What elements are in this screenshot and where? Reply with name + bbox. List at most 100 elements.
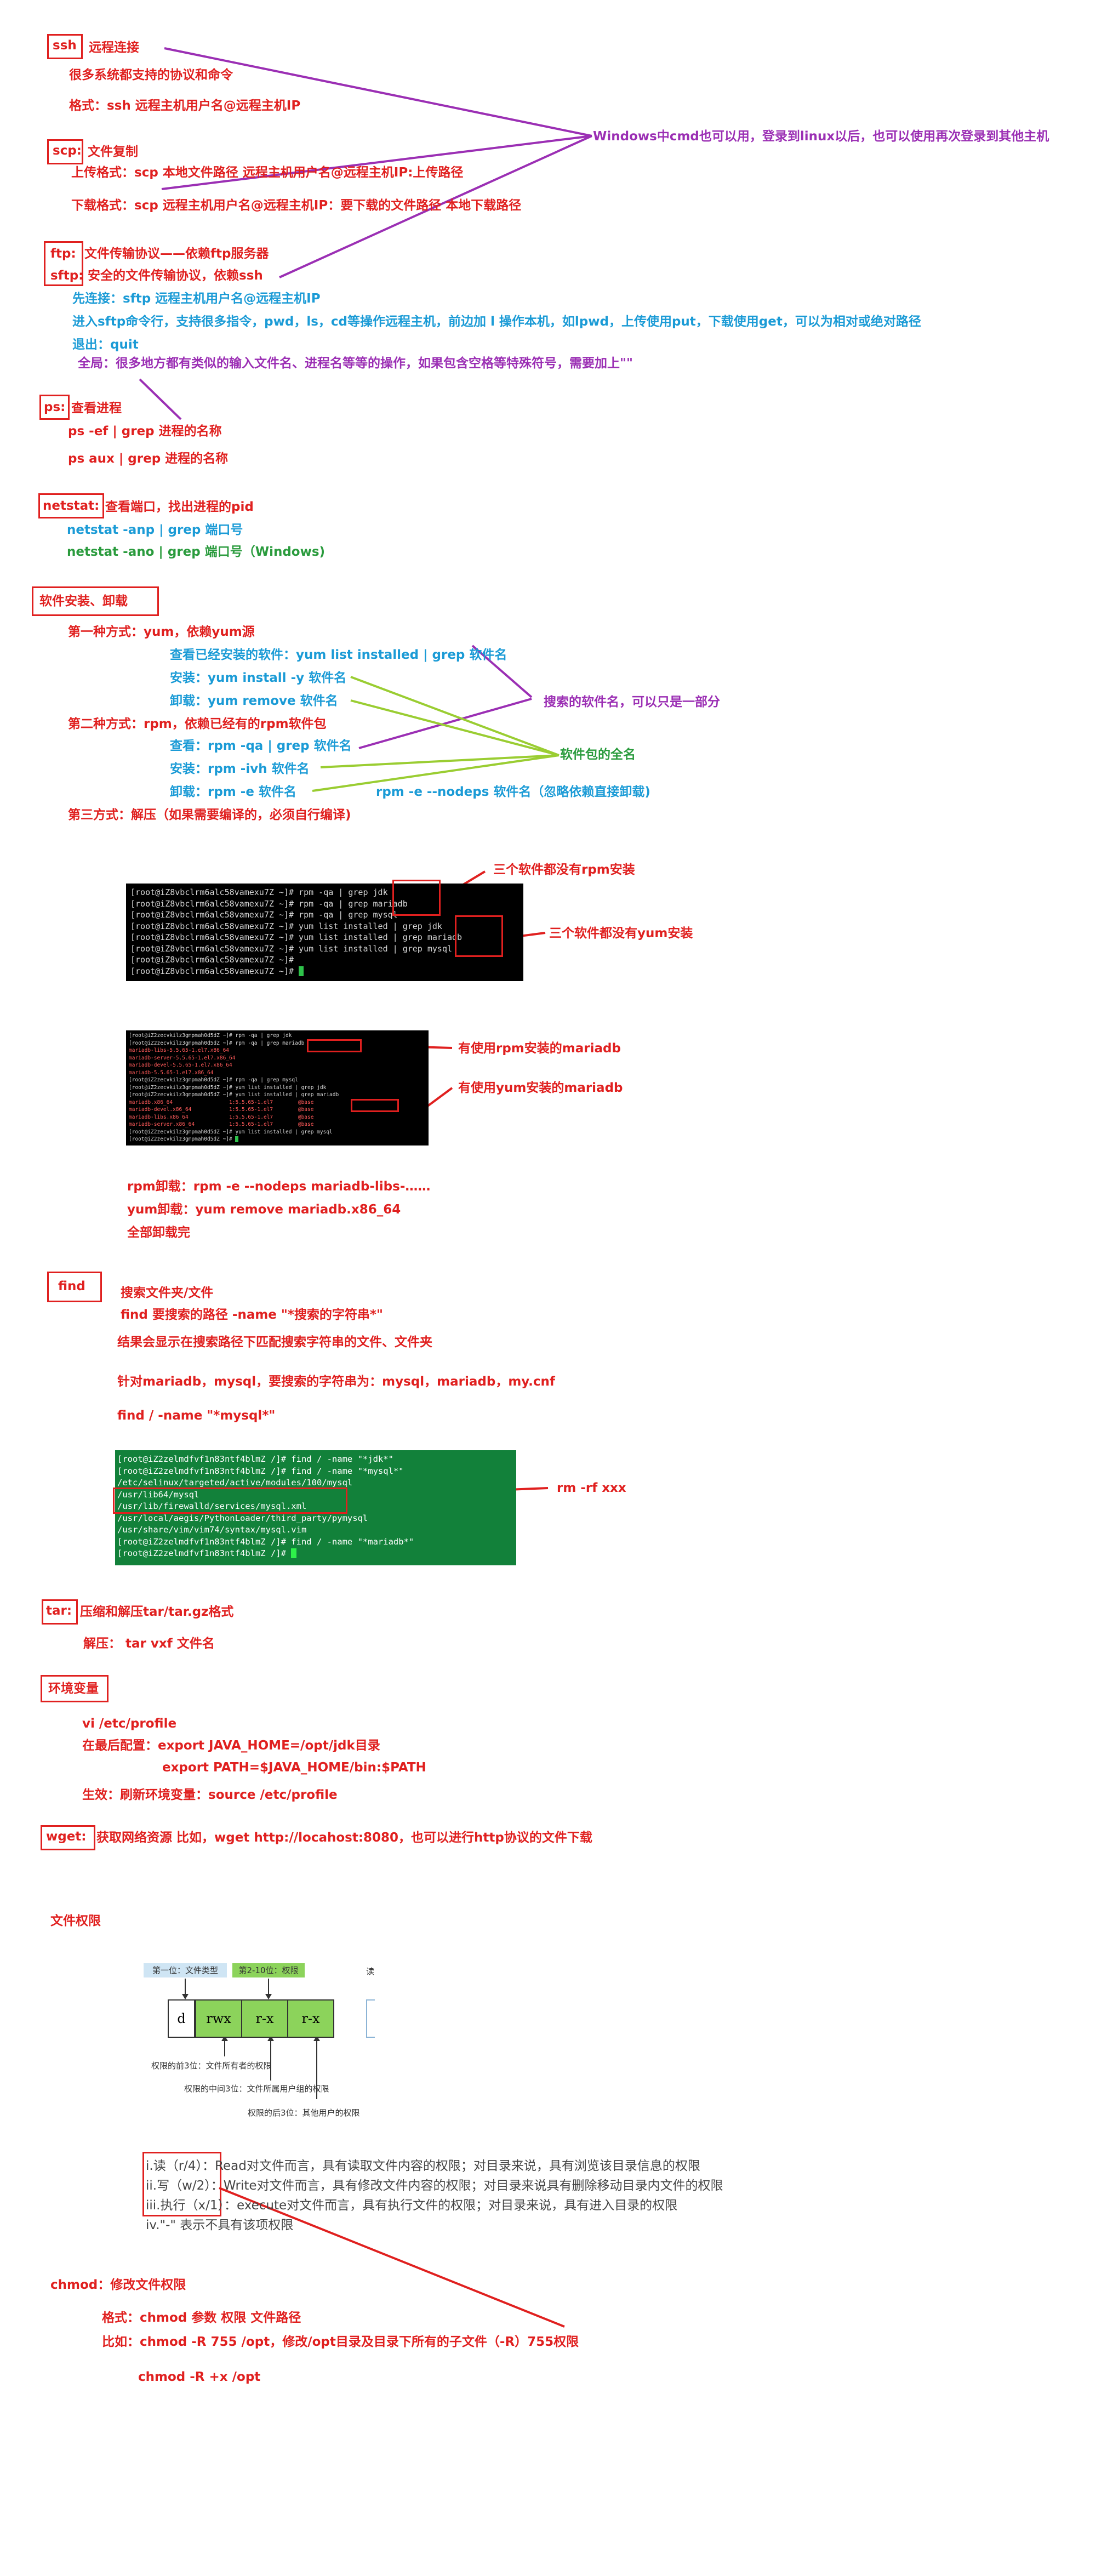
rpm-uninstall: rpm卸载：rpm -e --nodeps mariadb-libs-…… xyxy=(127,1179,431,1194)
env-config: 在最后配置：export JAVA_HOME=/opt/jdk目录 xyxy=(82,1739,380,1753)
software-tag: 软件安装、卸载 xyxy=(39,594,128,608)
line-remove-full xyxy=(350,699,560,756)
perm-label-bits: 第2-10位：权限 xyxy=(232,1963,305,1977)
netstat-tag: netstat: xyxy=(43,499,100,513)
term1-yum-box xyxy=(455,915,503,957)
ssh-tag-box xyxy=(47,34,83,59)
chmod-example: 比如：chmod -R 755 /opt，修改/opt目录及目录下所有的子文件（… xyxy=(102,2335,579,2349)
ssh-tag: ssh xyxy=(53,38,77,53)
line-sftp-windows xyxy=(279,135,592,278)
sftp-desc: 安全的文件传输协议，依赖ssh xyxy=(88,269,263,283)
env-tag-box xyxy=(41,1675,109,1702)
find-syntax: find 要搜索的路径 -name "*搜索的字符串*" xyxy=(121,1308,383,1322)
terminal-line: [root@iZ8vbclrm6alc58vamexu7Z ~]# rpm -q… xyxy=(130,910,398,920)
term2-yum-box xyxy=(351,1099,399,1112)
terminal-line: [root@iZ2zecvkilz3gmpmah0d5dZ ~]# yum li… xyxy=(129,1084,327,1091)
terminal-line: [root@iZ8vbclrm6alc58vamexu7Z ~]# yum li… xyxy=(130,921,442,931)
scp-title: 文件复制 xyxy=(88,145,138,159)
terminal-line: [root@iZ2zelmdfvf1n83ntf4blmZ /]# find /… xyxy=(117,1536,414,1547)
terminal-line: [root@iZ2zecvkilz3gmpmah0d5dZ ~]# yum li… xyxy=(129,1092,339,1098)
chmod-format: 格式：chmod 参数 权限 文件路径 xyxy=(102,2311,301,2325)
find-cmd: find / -name "*mysql*" xyxy=(117,1409,276,1423)
perm-cell-other: r-x xyxy=(287,1999,334,2038)
ftp-tag-box xyxy=(44,241,83,286)
yum-list: 查看已经安装的软件：yum list installed | grep 软件名 xyxy=(170,648,507,662)
way1: 第一种方式：yum，依赖yum源 xyxy=(68,625,255,639)
rpm-query: 查看：rpm -qa | grep 软件名 xyxy=(170,739,352,753)
terminal-line: mariadb-5.5.65-1.el7.x86_64 xyxy=(129,1069,214,1076)
sftp-tag: sftp: xyxy=(50,269,84,283)
perm-label-more: 读 xyxy=(366,1967,375,1976)
find-tag: find xyxy=(58,1279,85,1293)
ftp-tag: ftp: xyxy=(50,247,76,261)
env-effect: 生效：刷新环境变量：source /etc/profile xyxy=(82,1788,338,1802)
terminal-line: /usr/lib64/mysql xyxy=(117,1489,199,1500)
perm-line-execute: iii.执行（x/1）：execute对文件而言，具有执行文件的权限；对目录来说… xyxy=(146,2198,678,2213)
perm-label-type: 第一位：文件类型 xyxy=(144,1963,227,1977)
way3: 第三方式：解压（如果需要编译的，必须自行编译) xyxy=(68,808,351,822)
netstat-cmd1: netstat -anp | grep 端口号 xyxy=(67,523,243,537)
ps-tag-box xyxy=(39,395,70,420)
sftp-exit: 退出：quit xyxy=(72,338,139,352)
terminal-line: mariadb-libs-5.5.65-1.el7.x86_64 xyxy=(129,1047,230,1053)
sftp-connect: 先连接：sftp 远程主机用户名@远程主机IP xyxy=(72,292,321,306)
wget-tag-box xyxy=(41,1825,95,1850)
netstat-tag-box xyxy=(38,493,104,518)
line-query-partial xyxy=(358,698,532,749)
line-install-full xyxy=(350,676,560,756)
perm-title: 文件权限 xyxy=(50,1914,101,1928)
rpm-nodeps: rpm -e --nodeps 软件名（忽略依赖直接卸载) xyxy=(376,785,650,799)
terminal-line: [root@iZ2zecvkilz3gmpmah0d5dZ ~]# rpm -q… xyxy=(129,1033,292,1039)
env-tag: 环境变量 xyxy=(48,1682,99,1696)
perm-cell-owner: rwx xyxy=(195,1999,242,2038)
terminal-line: [root@iZ8vbclrm6alc58vamexu7Z ~]# xyxy=(130,955,294,965)
ssh-format: 格式：ssh 远程主机用户名@远程主机IP xyxy=(69,99,301,113)
perm-cell-group: r-x xyxy=(241,1999,288,2038)
ssh-desc: 很多系统都支持的协议和命令 xyxy=(69,68,233,82)
global-note: 全局：很多地方都有类似的输入文件名、进程名等等的操作，如果包含空格等特殊符号，需… xyxy=(78,356,633,371)
perm-rwx-box xyxy=(142,2152,221,2216)
terminal-line: [root@iZ2zecvkilz3gmpmah0d5dZ ~]# rpm -q… xyxy=(129,1077,298,1083)
windows-note: Windows中cmd也可以用，登录到linux以后，也可以使用再次登录到其他主… xyxy=(593,129,1049,144)
perm-note-owner: 权限的前3位：文件所有者的权限 xyxy=(151,2061,272,2071)
line-term2-yum xyxy=(424,1087,453,1109)
line-list-partial xyxy=(471,645,533,698)
line-rpm-install-full xyxy=(320,754,560,768)
term2-note-rpm: 有使用rpm安装的mariadb xyxy=(458,1041,621,1056)
terminal-line: [root@iZ8vbclrm6alc58vamexu7Z ~]# yum li… xyxy=(130,932,463,942)
find-tag-box xyxy=(47,1272,102,1302)
ftp-desc: 文件传输协议——依赖ftp服务器 xyxy=(84,247,269,261)
terminal-mariadb-check: [root@iZ2zecvkilz3gmpmah0d5dZ ~]# rpm -q… xyxy=(126,1030,429,1145)
terminal-rpm-yum-check: [root@iZ8vbclrm6alc58vamexu7Z ~]# rpm -q… xyxy=(126,884,523,981)
term2-rpm-box xyxy=(307,1039,362,1052)
software-tag-box xyxy=(32,586,159,616)
find-result: 结果会显示在搜索路径下匹配搜索字符串的文件、文件夹 xyxy=(117,1335,432,1349)
uninstall-done: 全部卸载完 xyxy=(127,1226,190,1240)
tar-tag: tar: xyxy=(46,1604,72,1618)
tar-tag-box xyxy=(42,1599,78,1625)
rpm-remove: 卸载：rpm -e 软件名 xyxy=(170,785,296,799)
term2-note-yum: 有使用yum安装的mariadb xyxy=(458,1081,623,1095)
netstat-title: 查看端口，找出进程的pid xyxy=(105,500,254,514)
env-vi: vi /etc/profile xyxy=(82,1717,177,1731)
env-path: export PATH=$JAVA_HOME/bin:$PATH xyxy=(162,1760,426,1775)
perm-line-read: i.读（r/4）：Read对文件而言，具有读取文件内容的权限；对目录来说，具有浏… xyxy=(146,2159,700,2173)
wget-desc: 获取网络资源 比如，wget http://locahost:8080，也可以进… xyxy=(96,1831,592,1845)
terminal-line: [root@iZ8vbclrm6alc58vamexu7Z ~]# rpm -q… xyxy=(130,898,408,909)
chmod-example2: chmod -R +x /opt xyxy=(138,2370,261,2384)
ps-tag: ps: xyxy=(44,400,66,414)
tar-unzip: 解压： tar vxf 文件名 xyxy=(83,1637,215,1651)
ps-title: 查看进程 xyxy=(71,401,122,415)
terminal-line: /usr/lib/firewalld/services/mysql.xml xyxy=(117,1501,307,1511)
terminal-line: [root@iZ8vbclrm6alc58vamexu7Z ~]# rpm -q… xyxy=(130,887,388,897)
terminal-line: mariadb.x86_64 1:5.5.65-1.el7 @base xyxy=(129,1099,314,1105)
perm-cell-type: d xyxy=(168,1999,195,2038)
full-note: 软件包的全名 xyxy=(560,748,636,762)
terminal-line: [root@iZ2zecvkilz3gmpmah0d5dZ ~]# yum li… xyxy=(129,1129,333,1135)
perm-note-other: 权限的后3位：其他用户的权限 xyxy=(248,2108,360,2118)
terminal-line: /etc/selinux/targeted/active/modules/100… xyxy=(117,1478,353,1488)
terminal-line: [root@iZ2zelmdfvf1n83ntf4blmZ /]# find /… xyxy=(117,1466,404,1476)
terminal-line: mariadb-server.x86_64 1:5.5.65-1.el7 @ba… xyxy=(129,1121,314,1127)
ps-cmd1: ps -ef | grep 进程的名称 xyxy=(68,424,222,438)
tar-title: 压缩和解压tar/tar.gz格式 xyxy=(80,1605,234,1619)
